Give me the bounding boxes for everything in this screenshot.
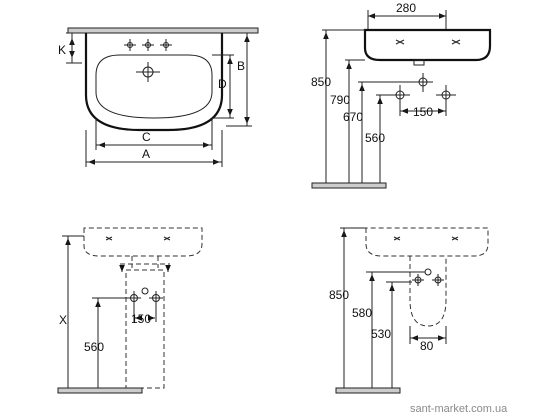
dim-580-label: 580 xyxy=(352,306,372,320)
dim-670-label: 670 xyxy=(343,110,363,124)
basin-side-outline xyxy=(363,28,492,62)
dim-280-label: 280 xyxy=(396,1,416,15)
front-view-pedestal: 150 X 560 xyxy=(57,227,203,394)
dim-x-label: X xyxy=(59,313,67,327)
dim-850-label-b: 850 xyxy=(329,288,349,302)
dim-80-label: 80 xyxy=(420,339,434,353)
basin-outline xyxy=(84,33,224,132)
dim-b-label: B xyxy=(237,59,245,73)
dim-a-label: A xyxy=(142,147,150,161)
plan-view: K B D C A xyxy=(58,27,259,167)
basin-bowl xyxy=(95,54,213,119)
dim-k-label: K xyxy=(58,43,66,57)
dim-850-label: 850 xyxy=(311,75,331,89)
dim-150-label: 150 xyxy=(413,105,433,119)
dim-150-label-b: 150 xyxy=(131,312,151,326)
dim-560-label: 560 xyxy=(365,131,385,145)
dim-530-label: 530 xyxy=(371,327,391,341)
dim-c-label: C xyxy=(142,130,151,144)
watermark: sant-market.com.ua xyxy=(410,403,508,415)
dim-d-label: D xyxy=(218,77,227,91)
pedestal-outline xyxy=(125,269,165,389)
half-pedestal-outline xyxy=(409,256,447,327)
dim-560-label-b: 560 xyxy=(84,340,104,354)
floor-strip xyxy=(311,182,387,189)
side-view-half-pedestal: 80 850 580 530 xyxy=(329,227,489,394)
water-connections xyxy=(390,73,456,105)
basin-front-outline xyxy=(83,227,203,257)
floor-strip-b xyxy=(57,387,143,394)
tap-holes xyxy=(124,39,172,51)
floor-strip-c xyxy=(335,387,401,394)
basin-side-outline-b xyxy=(365,227,489,257)
pedestal-connections xyxy=(127,287,163,305)
dim-790-label: 790 xyxy=(330,93,350,107)
half-pedestal-connections xyxy=(412,268,444,286)
side-elevation: 280 150 850 790 xyxy=(311,1,492,189)
wall-strip xyxy=(67,27,259,34)
